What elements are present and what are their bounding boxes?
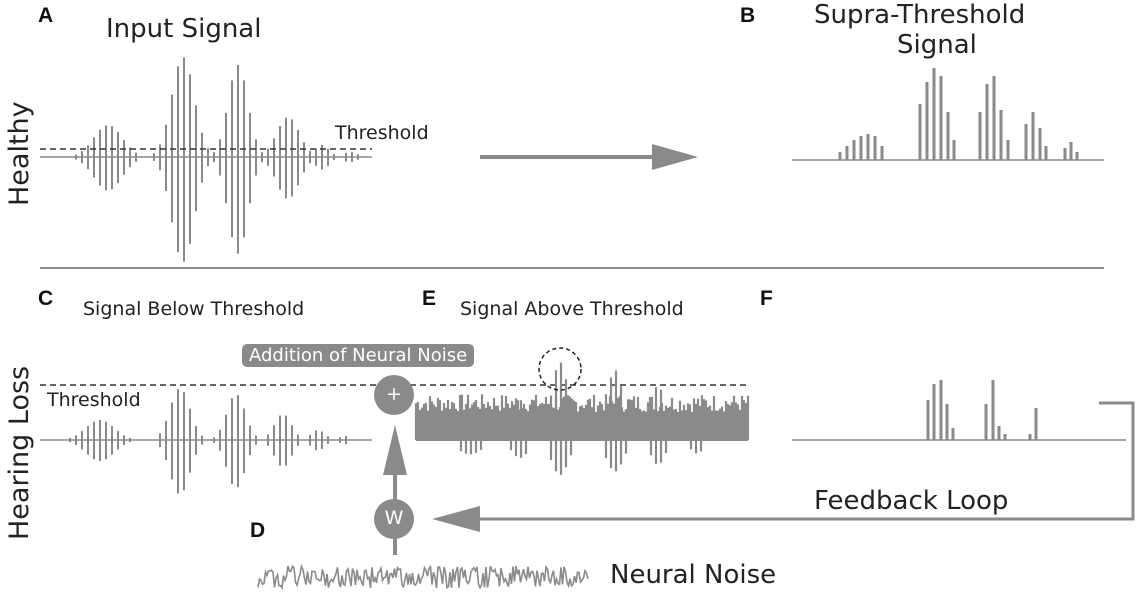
- panel-b-letter: B: [740, 4, 756, 27]
- panel-c-title: Signal Below Threshold: [83, 298, 305, 320]
- panel-a-title: Input Signal: [106, 14, 262, 44]
- threshold-label-bottom: Threshold: [47, 389, 141, 411]
- signal-below-threshold-waveform: [40, 389, 372, 494]
- panel-b-title-line1: Supra-Threshold: [814, 0, 1026, 30]
- sum-node: [374, 375, 414, 415]
- panel-a-letter: A: [38, 4, 54, 27]
- threshold-label-top: Threshold: [335, 122, 429, 144]
- panel-e-title: Signal Above Threshold: [460, 298, 684, 320]
- weight-symbol: W: [384, 507, 404, 529]
- input-signal-waveform: [40, 57, 372, 262]
- supra-threshold-signal: [792, 68, 1104, 161]
- feedback-loop-line: [478, 401, 1135, 521]
- signal-above-threshold-waveform: [414, 362, 750, 475]
- sum-symbol: +: [386, 383, 402, 405]
- feedback-loop-label: Feedback Loop: [814, 486, 1009, 516]
- healthy-arrow: [480, 144, 698, 170]
- neural-noise-addition-badge: Addition of Neural Noise: [242, 344, 475, 367]
- panel-f-letter: F: [760, 287, 773, 310]
- row-label-hearing-loss: Hearing Loss: [4, 365, 35, 540]
- hearing-loss-output-signal: [792, 380, 1126, 441]
- row-label-healthy: Healthy: [4, 101, 35, 206]
- panel-e-letter: E: [422, 287, 437, 310]
- neural-noise-waveform: [257, 563, 589, 591]
- feedback-arrowhead: [432, 506, 480, 532]
- panel-c-letter: C: [38, 287, 54, 310]
- panel-d-letter: D: [250, 519, 266, 542]
- panel-d-title: Neural Noise: [610, 560, 777, 590]
- weight-node: [374, 499, 414, 539]
- highlight-circle: [538, 347, 582, 391]
- panel-b-title-line2: Signal: [897, 30, 977, 60]
